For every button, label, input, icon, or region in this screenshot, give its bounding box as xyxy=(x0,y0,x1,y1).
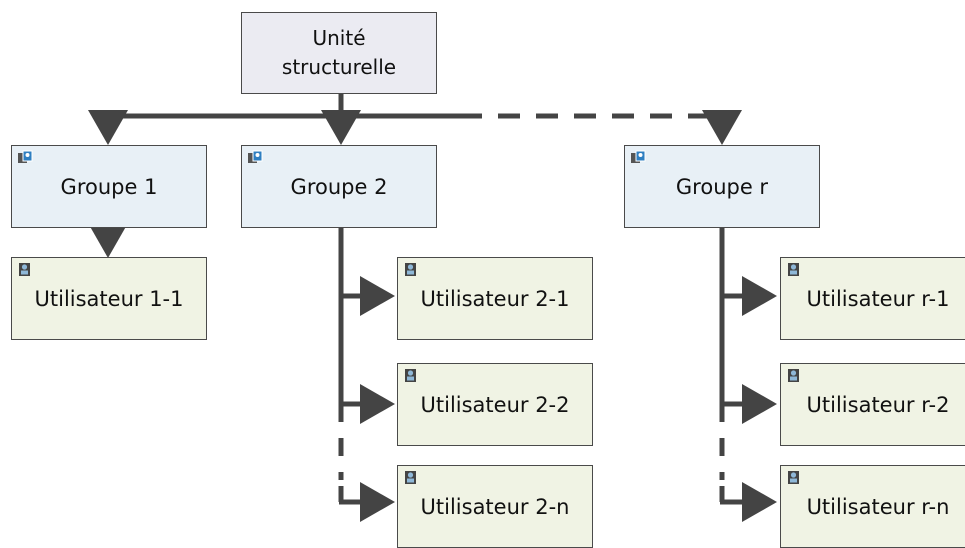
root-node-unite-structurelle[interactable]: Unité structurelle xyxy=(241,12,437,94)
user-node-2-1[interactable]: Utilisateur 2-1 xyxy=(397,257,593,340)
user-icon xyxy=(405,471,416,484)
user-label: Utilisateur r-n xyxy=(806,494,950,519)
user-node-2-2[interactable]: Utilisateur 2-2 xyxy=(397,363,593,446)
user-node-r-2[interactable]: Utilisateur r-2 xyxy=(780,363,965,446)
user-label: Utilisateur r-2 xyxy=(806,392,950,417)
group-icon xyxy=(18,150,33,163)
group-label: Groupe r xyxy=(675,174,769,199)
group-icon xyxy=(248,150,263,163)
user-node-1-1[interactable]: Utilisateur 1-1 xyxy=(11,257,207,340)
user-icon xyxy=(405,263,416,276)
user-node-r-1[interactable]: Utilisateur r-1 xyxy=(780,257,965,340)
user-node-2-n[interactable]: Utilisateur 2-n xyxy=(397,465,593,548)
group-node-1[interactable]: Groupe 1 xyxy=(11,145,207,228)
group-node-2[interactable]: Groupe 2 xyxy=(241,145,437,228)
user-icon xyxy=(788,471,799,484)
root-label-line2: structurelle xyxy=(281,55,397,79)
group-label: Groupe 1 xyxy=(60,174,158,199)
user-label: Utilisateur 1-1 xyxy=(34,286,184,311)
user-label: Utilisateur 2-1 xyxy=(420,286,570,311)
user-icon xyxy=(788,263,799,276)
user-label: Utilisateur 2-2 xyxy=(420,392,570,417)
user-label: Utilisateur 2-n xyxy=(420,494,570,519)
group-icon xyxy=(631,150,646,163)
root-label-line1: Unité xyxy=(312,26,366,50)
group-label: Groupe 2 xyxy=(290,174,388,199)
user-label: Utilisateur r-1 xyxy=(806,286,950,311)
user-icon xyxy=(788,369,799,382)
user-node-r-n[interactable]: Utilisateur r-n xyxy=(780,465,965,548)
user-icon xyxy=(405,369,416,382)
user-icon xyxy=(19,263,30,276)
group-node-r[interactable]: Groupe r xyxy=(624,145,820,228)
